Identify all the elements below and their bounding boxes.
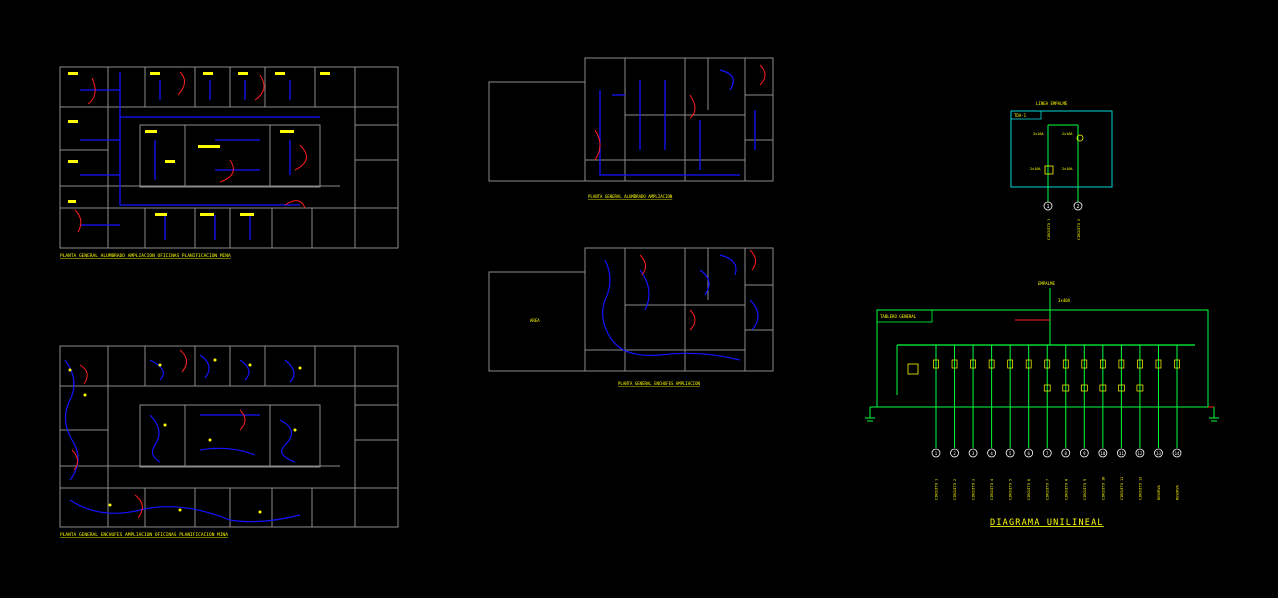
circuit-number-circle <box>1079 448 1089 458</box>
branch-breaker <box>1025 359 1032 369</box>
circuit-number-circle <box>1116 448 1126 458</box>
branch-breaker <box>1062 359 1069 369</box>
circuit-number-circle <box>1061 448 1071 458</box>
circuit-number: 4 <box>990 451 993 456</box>
lighting-floor-plan <box>59 66 399 249</box>
circuit-name: CIRCUITO 3 <box>972 479 976 500</box>
differential-switch <box>1099 384 1107 392</box>
circuit-number: 13 <box>1156 451 1161 456</box>
circuit-name: RESERVA <box>1157 484 1161 500</box>
circuit-number: 2 <box>953 451 956 456</box>
circuit-name: CIRCUITO 12 <box>1138 477 1142 500</box>
circuit-number: 9 <box>1083 451 1086 456</box>
lighting-fixtures <box>68 72 330 216</box>
branch-breaker <box>1007 359 1014 369</box>
circuit-number-circle <box>1172 448 1182 458</box>
circuit-number-circle <box>987 448 997 458</box>
circuit-name: CIRCUITO 5 <box>1009 479 1013 500</box>
lighting-wiring <box>80 72 320 240</box>
branch-breaker <box>951 359 958 369</box>
small-outlets-caption: PLANTA GENERAL ENCHUFES AMPLIACION <box>618 381 700 386</box>
circuit-number: 6 <box>1027 451 1030 456</box>
branch-breaker <box>970 359 976 369</box>
panel-box-diagram <box>1010 110 1113 211</box>
outlets-arcs <box>71 349 246 519</box>
branch-breaker <box>1044 359 1051 369</box>
circuit-name: CIRCUITO 11 <box>1120 477 1124 500</box>
differential-switch <box>1118 384 1125 392</box>
branch-breaker <box>1118 359 1125 369</box>
small-lighting-plan <box>488 57 774 182</box>
branch-breaker <box>1174 359 1180 369</box>
small-outlets-arcs <box>639 249 756 331</box>
circuit-number: 10 <box>1100 451 1105 456</box>
small-lighting-wiring <box>599 69 756 176</box>
small-lighting-caption: PLANTA GENERAL ALUMBRADO AMPLIACION <box>588 194 673 199</box>
lighting-arcs <box>74 71 307 233</box>
circuit-name: CIRCUITO 9 <box>1083 479 1087 500</box>
lighting-plan-caption: PLANTA GENERAL ALUMBRADO AMPLIACION OFIC… <box>60 253 231 259</box>
circuit-number: 8 <box>1065 451 1068 456</box>
differential-switch <box>1062 384 1070 392</box>
sld-main-breaker: 3x40A <box>1058 298 1071 303</box>
panel-circuit-left: 1 <box>1047 204 1050 210</box>
small-outlets-room-tag: AREA <box>530 318 540 323</box>
branch-breaker <box>1081 359 1088 369</box>
circuit-number-circle <box>1024 448 1034 458</box>
circuit-number-circle <box>968 448 978 458</box>
circuit-number: 7 <box>1046 451 1049 456</box>
circuit-name: RESERVA <box>1176 484 1180 500</box>
branch-breaker <box>1155 359 1162 369</box>
outlets-plan-caption: PLANTA GENERAL ENCHUFES AMPLIACION OFICI… <box>60 532 228 538</box>
sld-board-label: TABLERO GENERAL <box>880 314 917 319</box>
circuit-name: CIRCUITO 10 <box>1101 477 1105 500</box>
outlets-wiring <box>64 354 301 523</box>
circuit-number-circle <box>931 448 941 458</box>
circuit-number-circle <box>1005 448 1015 458</box>
single-line-diagram <box>865 288 1219 422</box>
circuit-number: 5 <box>1009 451 1012 456</box>
circuit-number-circle <box>1154 448 1163 458</box>
sld-title: DIAGRAMA UNILINEAL <box>990 518 1104 528</box>
branch-breaker <box>1099 359 1106 369</box>
small-outlets-wiring <box>602 254 759 361</box>
circuit-name: CIRCUITO 2 <box>953 479 957 500</box>
branch-breaker <box>988 359 995 369</box>
circuit-number-circle <box>1098 448 1108 458</box>
outlet-symbols <box>68 358 302 514</box>
small-outlets-plan <box>488 247 774 372</box>
circuit-name: CIRCUITO 6 <box>1027 479 1031 500</box>
outlets-floor-plan <box>59 345 399 528</box>
circuit-number-circle <box>1042 448 1052 458</box>
circuit-name: CIRCUITO 4 <box>990 479 994 500</box>
panel-left-device: 2x16A <box>1033 132 1044 136</box>
panel-left-lower: 2x10A <box>1030 167 1041 171</box>
circuit-number: 12 <box>1138 451 1143 456</box>
panel-circuit-right-label: CIRCUITO 2 <box>1077 219 1081 240</box>
branch-breaker <box>933 359 939 369</box>
circuit-number: 11 <box>1119 451 1124 456</box>
panel-circuit-left-label: CIRCUITO 1 <box>1047 219 1051 240</box>
panel-right-device: 2x16A <box>1062 132 1073 136</box>
circuit-number-circle <box>1135 448 1145 458</box>
sld-source-label: EMPALME <box>1038 281 1055 286</box>
panel-box-title: LINEA EMPALME <box>1036 101 1068 106</box>
panel-right-lower: 2x10A <box>1062 167 1073 171</box>
differential-switch <box>1136 384 1144 392</box>
circuit-number-circle <box>950 448 959 458</box>
panel-box-id: TDA-1 <box>1014 113 1027 118</box>
circuit-number: 3 <box>972 451 975 456</box>
small-lighting-arcs <box>594 64 766 161</box>
circuit-number: 14 <box>1175 451 1180 456</box>
circuit-number: 1 <box>935 451 938 456</box>
differential-switch <box>1043 384 1051 392</box>
circuit-name: CIRCUITO 8 <box>1064 479 1068 500</box>
branch-breaker <box>1137 359 1143 369</box>
circuit-name: CIRCUITO 1 <box>935 479 939 500</box>
circuit-name: CIRCUITO 7 <box>1046 479 1050 500</box>
differential-switch <box>1080 384 1088 392</box>
panel-circuit-right: 2 <box>1077 204 1080 210</box>
